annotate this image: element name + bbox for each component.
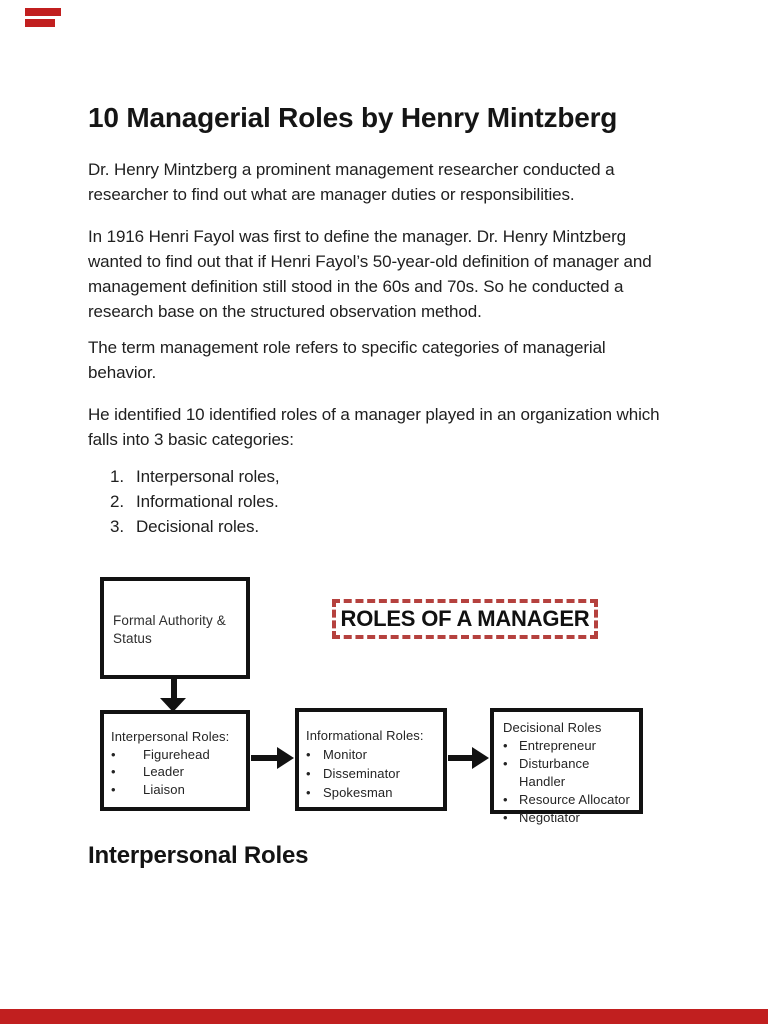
arrow-right-2-head: [472, 747, 489, 769]
bullet-icon: •: [306, 766, 311, 781]
box-item: •Disseminator: [306, 766, 401, 781]
box-item: •Liaison: [111, 781, 185, 797]
bullet-icon: •: [111, 781, 116, 797]
bullet-icon: •: [111, 746, 116, 762]
box-title: Interpersonal Roles:: [111, 729, 230, 744]
paragraph-categories: He identified 10 identified roles of a m…: [88, 405, 660, 449]
page-separator-mark-top-1: [25, 8, 61, 16]
box-item: •Figurehead: [111, 746, 210, 762]
roles-of-a-manager-banner: ROLES OF A MANAGER: [332, 599, 598, 639]
box-item: •Spokesman: [306, 785, 393, 800]
box-item: •Negotiator: [503, 810, 580, 825]
box-item: •Entrepreneur: [503, 738, 597, 753]
bullet-icon: •: [503, 810, 508, 825]
bullet-icon: •: [111, 764, 116, 779]
bullet-icon: •: [503, 756, 508, 771]
informational-roles-box: Informational Roles: •Monitor •Dissemina…: [295, 708, 447, 811]
formal-authority-box: Formal Authority & Status: [100, 577, 250, 679]
box-item: •Disturbance Handler: [503, 756, 590, 789]
arrow-down-head: [160, 698, 186, 712]
section-heading: Interpersonal Roles: [88, 842, 309, 869]
arrow-right-1-stem: [251, 755, 279, 761]
page-title: 10 Managerial Roles by Henry Mintzberg: [88, 102, 618, 133]
category-list: 1. Interpersonal roles, 2. Informational…: [110, 464, 280, 539]
list-item: 2. Informational roles.: [110, 489, 280, 514]
list-number: 2.: [110, 492, 124, 511]
box-item: •Resource Allocator: [503, 792, 630, 807]
page-separator-bar-bottom: [0, 1009, 768, 1024]
interpersonal-roles-box: Interpersonal Roles: •Figurehead •Leader…: [100, 710, 250, 811]
bullet-icon: •: [306, 785, 311, 800]
arrow-right-1-head: [277, 747, 294, 769]
bullet-icon: •: [503, 738, 508, 753]
bullet-icon: •: [306, 747, 311, 762]
decisional-roles-box: Decisional Roles •Entrepreneur •Disturba…: [490, 708, 643, 825]
list-label: Informational roles.: [136, 492, 279, 511]
list-label: Decisional roles.: [136, 517, 260, 536]
bullet-icon: •: [503, 792, 508, 807]
page-separator-mark-top-2: [25, 19, 55, 27]
box-title: Decisional Roles: [503, 720, 602, 735]
list-item: 1. Interpersonal roles,: [110, 464, 280, 489]
arrow-down-stem: [171, 679, 177, 699]
box-item: •Leader: [111, 764, 185, 779]
list-label: Interpersonal roles,: [136, 467, 280, 486]
list-item: 3. Decisional roles.: [110, 514, 280, 539]
arrow-right-2-stem: [448, 755, 474, 761]
paragraph-history: In 1916 Henri Fayol was first to define …: [88, 227, 652, 321]
box-title: Informational Roles:: [306, 728, 424, 743]
paragraph-intro: Dr. Henry Mintzberg a prominent manageme…: [88, 160, 615, 204]
box-item: •Monitor: [306, 747, 368, 762]
paragraph-definition: The term management role refers to speci…: [88, 338, 606, 382]
list-number: 1.: [110, 467, 124, 486]
list-number: 3.: [110, 517, 124, 536]
